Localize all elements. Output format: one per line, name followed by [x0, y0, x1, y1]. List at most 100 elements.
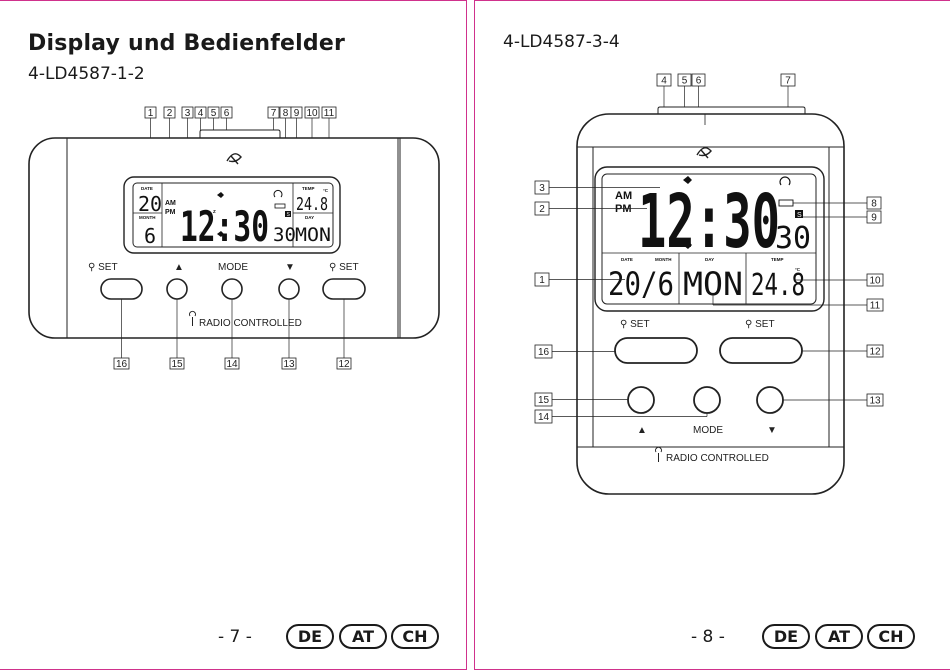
svg-text:MODE: MODE: [693, 425, 723, 436]
svg-text:1: 1: [539, 275, 545, 286]
set-right-label: ⚲ SET: [745, 319, 775, 330]
svg-text:6: 6: [144, 224, 156, 248]
alarm-bell-icon: [217, 192, 224, 198]
model-number: 4-LD4587-3-4: [503, 32, 620, 52]
down-button[interactable]: [278, 278, 300, 300]
svg-text:30: 30: [273, 224, 296, 246]
right-page: 4-LD4587-3-4 4 5 6 7 AM: [474, 0, 950, 670]
callout-11: 11: [321, 106, 337, 119]
svg-text:DAY: DAY: [305, 215, 314, 220]
svg-text:30: 30: [775, 221, 811, 256]
callout-9: 9: [290, 106, 303, 119]
up-button[interactable]: [166, 278, 188, 300]
svg-text:4: 4: [198, 108, 204, 119]
svg-text:14: 14: [226, 359, 238, 370]
svg-text:20/6: 20/6: [608, 265, 674, 303]
up-button[interactable]: [627, 386, 655, 414]
svg-text:13: 13: [869, 396, 881, 407]
svg-text:PM: PM: [165, 209, 176, 216]
svg-text:7: 7: [785, 76, 791, 87]
svg-text:AM: AM: [165, 200, 176, 207]
svg-text:9: 9: [294, 108, 300, 119]
svg-text:PM: PM: [615, 203, 632, 215]
country-badge-ch: CH: [867, 624, 915, 649]
svg-text:12:30: 12:30: [180, 202, 269, 251]
callout-1: 1: [144, 106, 157, 119]
mode-button[interactable]: [221, 278, 243, 300]
brand-logo-icon: [226, 153, 242, 165]
radio-signal-icon: [189, 310, 196, 326]
svg-text:10: 10: [869, 276, 881, 287]
country-badge-de: DE: [286, 624, 334, 649]
svg-text:MON: MON: [295, 224, 331, 246]
svg-text:7: 7: [271, 108, 277, 119]
svg-text:9: 9: [871, 213, 877, 224]
svg-text:24.8: 24.8: [296, 194, 328, 215]
svg-text:TEMP: TEMP: [302, 186, 315, 191]
svg-text:▼: ▼: [767, 425, 777, 436]
svg-text:8: 8: [871, 199, 877, 210]
svg-text:DATE: DATE: [141, 186, 153, 191]
svg-text:10: 10: [306, 108, 318, 119]
brand-logo-icon: [696, 147, 712, 159]
svg-text:12: 12: [338, 359, 350, 370]
svg-text:AM: AM: [615, 190, 632, 202]
svg-text:6: 6: [224, 108, 230, 119]
svg-text:11: 11: [324, 108, 335, 119]
svg-text:S: S: [287, 212, 291, 218]
svg-text:▲: ▲: [174, 262, 184, 273]
svg-text:RADIO CONTROLLED: RADIO CONTROLLED: [666, 453, 769, 464]
svg-text:3: 3: [185, 108, 191, 119]
svg-text:▲: ▲: [637, 425, 647, 436]
callouts-bottom: 16 15 14 13 12: [113, 357, 352, 370]
svg-text:4: 4: [661, 76, 667, 87]
country-badge-at: AT: [339, 624, 387, 649]
radio-signal-icon: [779, 176, 791, 186]
svg-text:12:30: 12:30: [638, 179, 780, 265]
svg-text:20: 20: [138, 192, 162, 216]
mode-button[interactable]: [693, 386, 721, 414]
set-left-button[interactable]: [614, 337, 698, 364]
svg-text:1: 1: [148, 108, 154, 119]
radio-signal-icon: [273, 189, 283, 198]
svg-text:TEMP: TEMP: [771, 257, 784, 262]
callout-2: 2: [163, 106, 176, 119]
set-left-label: ⚲ SET: [88, 262, 118, 273]
svg-text:RADIO CONTROLLED: RADIO CONTROLLED: [199, 318, 302, 329]
svg-text:MODE: MODE: [218, 262, 248, 273]
svg-text:Z: Z: [684, 212, 687, 217]
country-badge-de: DE: [762, 624, 810, 649]
svg-text:16: 16: [538, 347, 550, 358]
set-left-button[interactable]: [100, 278, 143, 300]
svg-text:DAY: DAY: [705, 257, 714, 262]
svg-text:15: 15: [171, 359, 183, 370]
callout-8: 8: [279, 106, 292, 119]
set-right-button[interactable]: [719, 337, 803, 364]
callout-10: 10: [304, 106, 320, 119]
country-badge-ch: CH: [391, 624, 439, 649]
page-number: - 8 -: [691, 627, 725, 647]
svg-text:5: 5: [211, 108, 217, 119]
svg-text:2: 2: [539, 204, 545, 215]
callout-6: 6: [220, 106, 233, 119]
battery-icon: [274, 203, 286, 209]
svg-text:DATE: DATE: [621, 257, 633, 262]
svg-text:8: 8: [283, 108, 289, 119]
alarm-bell-icon: [683, 176, 692, 184]
callout-7: 7: [267, 106, 280, 119]
svg-text:13: 13: [283, 359, 295, 370]
set-right-button[interactable]: [322, 278, 366, 300]
svg-text:MONTH: MONTH: [139, 215, 156, 220]
lcd-screen: [601, 173, 817, 305]
svg-text:Z: Z: [213, 209, 216, 214]
callouts-left: 3 2 1 16 15 14: [534, 180, 553, 424]
callout-3: 3: [181, 106, 194, 119]
set-left-label: ⚲ SET: [620, 319, 650, 330]
down-button[interactable]: [756, 386, 784, 414]
svg-text:5: 5: [682, 76, 688, 87]
left-page: Display und Bedienfelder 4-LD4587-1-2 1 …: [0, 0, 467, 670]
page-title: Display und Bedienfelder: [28, 31, 346, 56]
svg-text:MONTH: MONTH: [655, 257, 672, 262]
callout-4: 4: [194, 106, 207, 119]
lcd-screen: [132, 182, 334, 248]
